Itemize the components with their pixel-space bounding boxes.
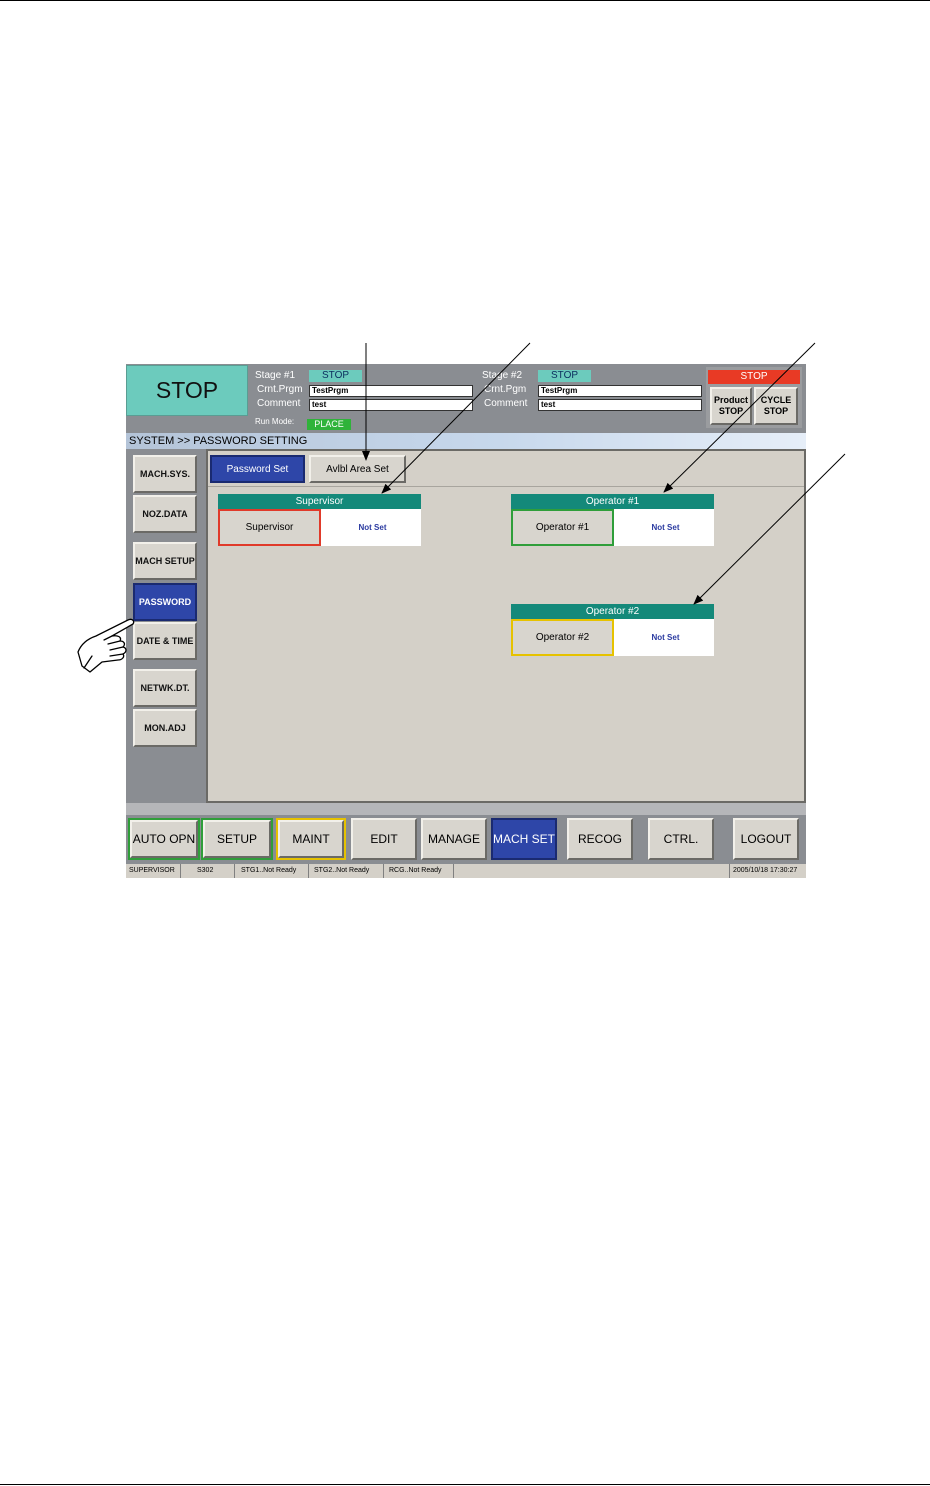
status-stg1: STG1..Not Ready <box>235 864 309 878</box>
breadcrumb: SYSTEM >> PASSWORD SETTING <box>126 433 806 449</box>
run-mode-label: Run Mode: <box>255 417 295 426</box>
operator1-status: Not Set <box>651 523 680 532</box>
stage1-program-field: TestPrgm <box>309 385 473 397</box>
main-menu-bar: AUTO OPN SETUP MAINT EDIT MANAGE MACH SE… <box>126 815 806 864</box>
stage2-status: STOP <box>538 370 591 382</box>
menu-ctrl-label: CTRL. <box>648 818 714 860</box>
stage2-title: Stage #2 <box>482 370 523 381</box>
stage1-panel: Stage #1 STOP Crnt.Prgm TestPrgm Comment… <box>249 367 475 430</box>
operator1-button[interactable]: Operator #1 <box>511 509 614 546</box>
operator2-status: Not Set <box>651 633 680 642</box>
supervisor-password-box: Supervisor Supervisor Not Set <box>218 494 421 546</box>
callout-arrow-operator2 <box>693 453 846 605</box>
content-panel: Password Set Avlbl Area Set Supervisor S… <box>206 449 806 803</box>
stage1-title: Stage #1 <box>255 370 296 381</box>
stage2-comment-label: Comment <box>484 398 528 409</box>
menu-ctrl[interactable]: CTRL. <box>648 818 714 860</box>
menu-auto-opn-label: AUTO OPN <box>130 820 198 858</box>
status-stg2: STG2..Not Ready <box>309 864 384 878</box>
callout-arrow-operator1 <box>663 342 816 493</box>
menu-maint-label: MAINT <box>278 820 344 858</box>
pointing-hand-icon <box>77 618 135 673</box>
menu-recog-label: RECOG <box>567 818 633 860</box>
tab-divider <box>208 486 804 487</box>
operator2-password-box: Operator #2 Operator #2 Not Set <box>511 604 714 656</box>
stage2-program-label: Crnt.Pgm <box>484 384 527 395</box>
sidebar-item-mon-adj[interactable]: MON.ADJ <box>133 709 197 747</box>
status-datetime: 2005/10/18 17:30:27 <box>729 864 806 878</box>
menu-manage[interactable]: MANAGE <box>421 818 487 860</box>
sidebar: MACH.SYS. NOZ.DATA MACH SETUP PASSWORD D… <box>126 449 206 803</box>
product-stop-button[interactable]: Product STOP <box>710 387 752 425</box>
page-top-rule <box>0 0 930 1</box>
page-bottom-rule <box>0 1484 930 1485</box>
menu-setup-label: SETUP <box>203 820 271 858</box>
supervisor-row: Supervisor Not Set <box>218 509 421 546</box>
menu-mach-set-label: MACH SET <box>491 818 557 860</box>
tab-avlbl-area-set[interactable]: Avlbl Area Set <box>309 455 406 483</box>
status-user: SUPERVISOR <box>126 864 181 878</box>
menu-auto-opn[interactable]: AUTO OPN <box>128 818 200 860</box>
sidebar-item-password[interactable]: PASSWORD <box>133 583 197 621</box>
bottom-strip <box>126 803 806 815</box>
status-bar: SUPERVISOR S302 STG1..Not Ready STG2..No… <box>126 864 806 878</box>
sidebar-item-noz-data[interactable]: NOZ.DATA <box>133 495 197 533</box>
stop-panel: STOP Product STOP CYCLE STOP <box>706 367 802 428</box>
status-code: S302 <box>181 864 235 878</box>
sidebar-item-date-time[interactable]: DATE & TIME <box>133 622 197 660</box>
stage1-status: STOP <box>309 370 362 382</box>
operator1-password-box: Operator #1 Operator #1 Not Set <box>511 494 714 546</box>
menu-manage-label: MANAGE <box>421 818 487 860</box>
menu-edit[interactable]: EDIT <box>351 818 417 860</box>
operator1-row: Operator #1 Not Set <box>511 509 714 546</box>
stage1-comment-label: Comment <box>257 398 301 409</box>
menu-logout-label: LOGOUT <box>733 818 799 860</box>
tab-password-set[interactable]: Password Set <box>210 455 305 483</box>
operator1-header: Operator #1 <box>511 494 714 509</box>
cycle-stop-button[interactable]: CYCLE STOP <box>754 387 798 425</box>
stage2-program-field: TestPrgm <box>538 385 702 397</box>
run-mode-value: PLACE <box>307 419 351 430</box>
stage2-comment-field: test <box>538 399 702 411</box>
supervisor-header: Supervisor <box>218 494 421 509</box>
stage1-comment-field: test <box>309 399 473 411</box>
menu-setup[interactable]: SETUP <box>201 818 273 860</box>
menu-recog[interactable]: RECOG <box>567 818 633 860</box>
machine-status-indicator: STOP <box>126 365 248 416</box>
sidebar-item-netwk-dt[interactable]: NETWK.DT. <box>133 669 197 707</box>
menu-edit-label: EDIT <box>351 818 417 860</box>
operator2-row: Operator #2 Not Set <box>511 619 714 656</box>
stage1-program-label: Crnt.Prgm <box>257 384 303 395</box>
sidebar-item-mach-setup[interactable]: MACH SETUP <box>133 542 197 580</box>
menu-maint[interactable]: MAINT <box>276 818 346 860</box>
operator2-header: Operator #2 <box>511 604 714 619</box>
status-rcg: RCG..Not Ready <box>384 864 454 878</box>
machine-screen: STOP Stage #1 STOP Crnt.Prgm TestPrgm Co… <box>126 364 806 878</box>
menu-mach-set[interactable]: MACH SET <box>491 818 557 860</box>
supervisor-button[interactable]: Supervisor <box>218 509 321 546</box>
stage2-panel: Stage #2 STOP Crnt.Pgm TestPrgm Comment … <box>476 367 702 429</box>
supervisor-status: Not Set <box>358 523 387 532</box>
operator2-button[interactable]: Operator #2 <box>511 619 614 656</box>
callout-arrow-supervisor <box>381 342 531 494</box>
sidebar-item-mach-sys[interactable]: MACH.SYS. <box>133 455 197 493</box>
menu-logout[interactable]: LOGOUT <box>733 818 799 860</box>
